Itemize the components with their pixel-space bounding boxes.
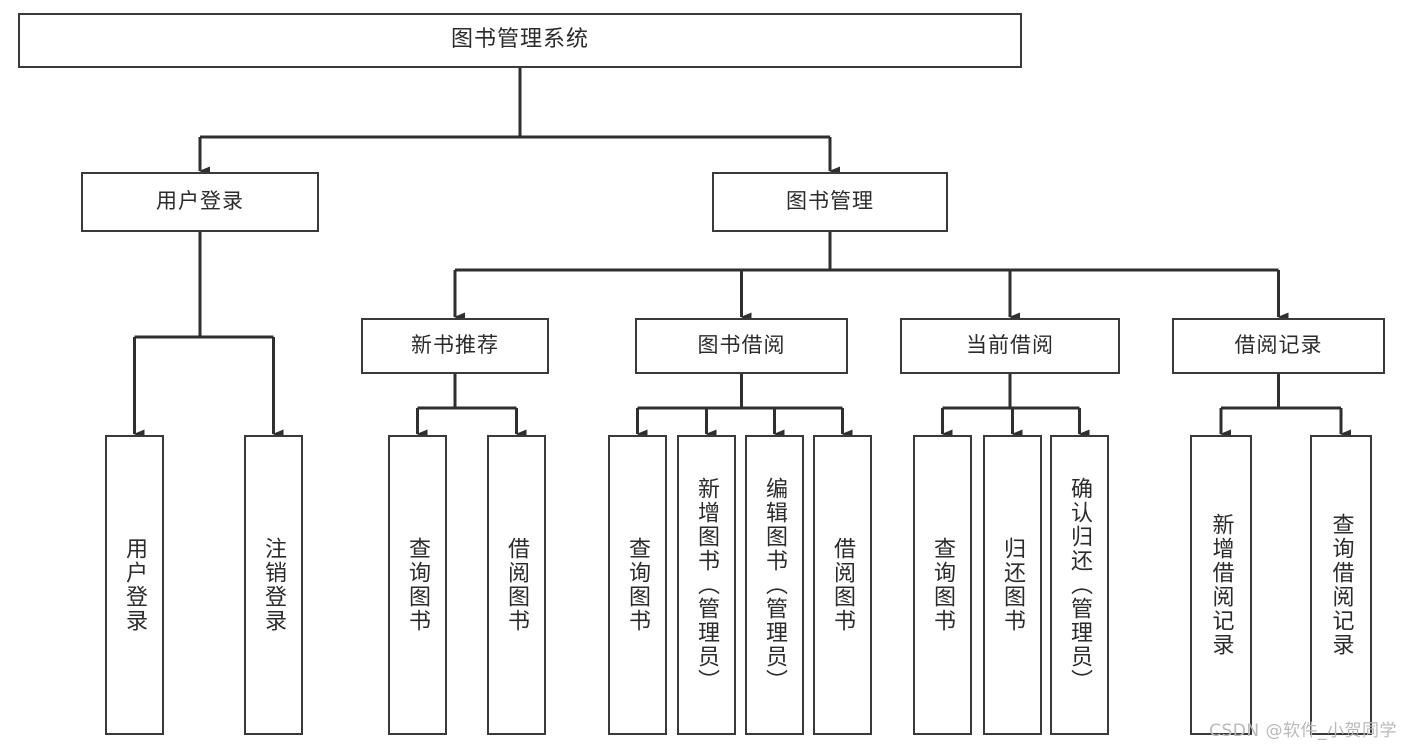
node-leaf-logout[interactable]: 注销登录 xyxy=(244,435,303,735)
node-label: 编辑图书（管理员） xyxy=(762,477,788,693)
node-login[interactable]: 用户登录 xyxy=(81,172,319,232)
node-newbook[interactable]: 新书推荐 xyxy=(361,318,549,374)
node-leaf-b2[interactable]: 借阅图书 xyxy=(813,435,872,735)
node-leaf-conf[interactable]: 确认归还（管理员） xyxy=(1050,435,1109,735)
node-label: 图书借阅 xyxy=(697,333,786,358)
node-bookmgmt[interactable]: 图书管理 xyxy=(712,172,948,232)
node-leaf-login[interactable]: 用户登录 xyxy=(105,435,164,735)
node-leaf-add[interactable]: 新增图书（管理员） xyxy=(677,435,736,735)
node-label: 借阅图书 xyxy=(830,537,856,633)
node-label: 借阅图书 xyxy=(504,537,530,633)
node-current[interactable]: 当前借阅 xyxy=(900,318,1120,374)
node-root[interactable]: 图书管理系统 xyxy=(18,13,1022,68)
node-label: 新增图书（管理员） xyxy=(694,477,720,693)
node-label: 当前借阅 xyxy=(966,333,1054,358)
node-leaf-q3[interactable]: 查询图书 xyxy=(913,435,972,735)
csdn-watermark: CSDN @软件_小贺同学 xyxy=(1209,721,1397,741)
node-leaf-qrec[interactable]: 查询借阅记录 xyxy=(1310,435,1372,735)
node-label: 查询图书 xyxy=(625,537,651,633)
node-label: 确认归还（管理员） xyxy=(1067,477,1093,693)
node-leaf-edit[interactable]: 编辑图书（管理员） xyxy=(745,435,804,735)
node-label: 图书管理 xyxy=(786,189,874,214)
node-label: 查询图书 xyxy=(405,537,431,633)
node-borrow[interactable]: 图书借阅 xyxy=(635,318,848,374)
node-leaf-ret[interactable]: 归还图书 xyxy=(983,435,1042,735)
node-leaf-addrec[interactable]: 新增借阅记录 xyxy=(1190,435,1252,735)
node-label: 新增借阅记录 xyxy=(1208,513,1234,657)
node-label: 归还图书 xyxy=(1000,537,1026,633)
node-label: 借阅记录 xyxy=(1234,333,1323,358)
node-records[interactable]: 借阅记录 xyxy=(1172,318,1385,374)
node-label: 用户登录 xyxy=(156,189,244,214)
node-label: 图书管理系统 xyxy=(450,27,589,53)
node-label: 查询借阅记录 xyxy=(1328,513,1354,657)
node-leaf-q2[interactable]: 查询图书 xyxy=(608,435,667,735)
node-label: 查询图书 xyxy=(930,537,956,633)
node-label: 用户登录 xyxy=(122,537,148,633)
node-leaf-q1[interactable]: 查询图书 xyxy=(388,435,447,735)
node-label: 注销登录 xyxy=(261,537,287,633)
node-label: 新书推荐 xyxy=(411,333,499,358)
node-leaf-b1[interactable]: 借阅图书 xyxy=(487,435,546,735)
